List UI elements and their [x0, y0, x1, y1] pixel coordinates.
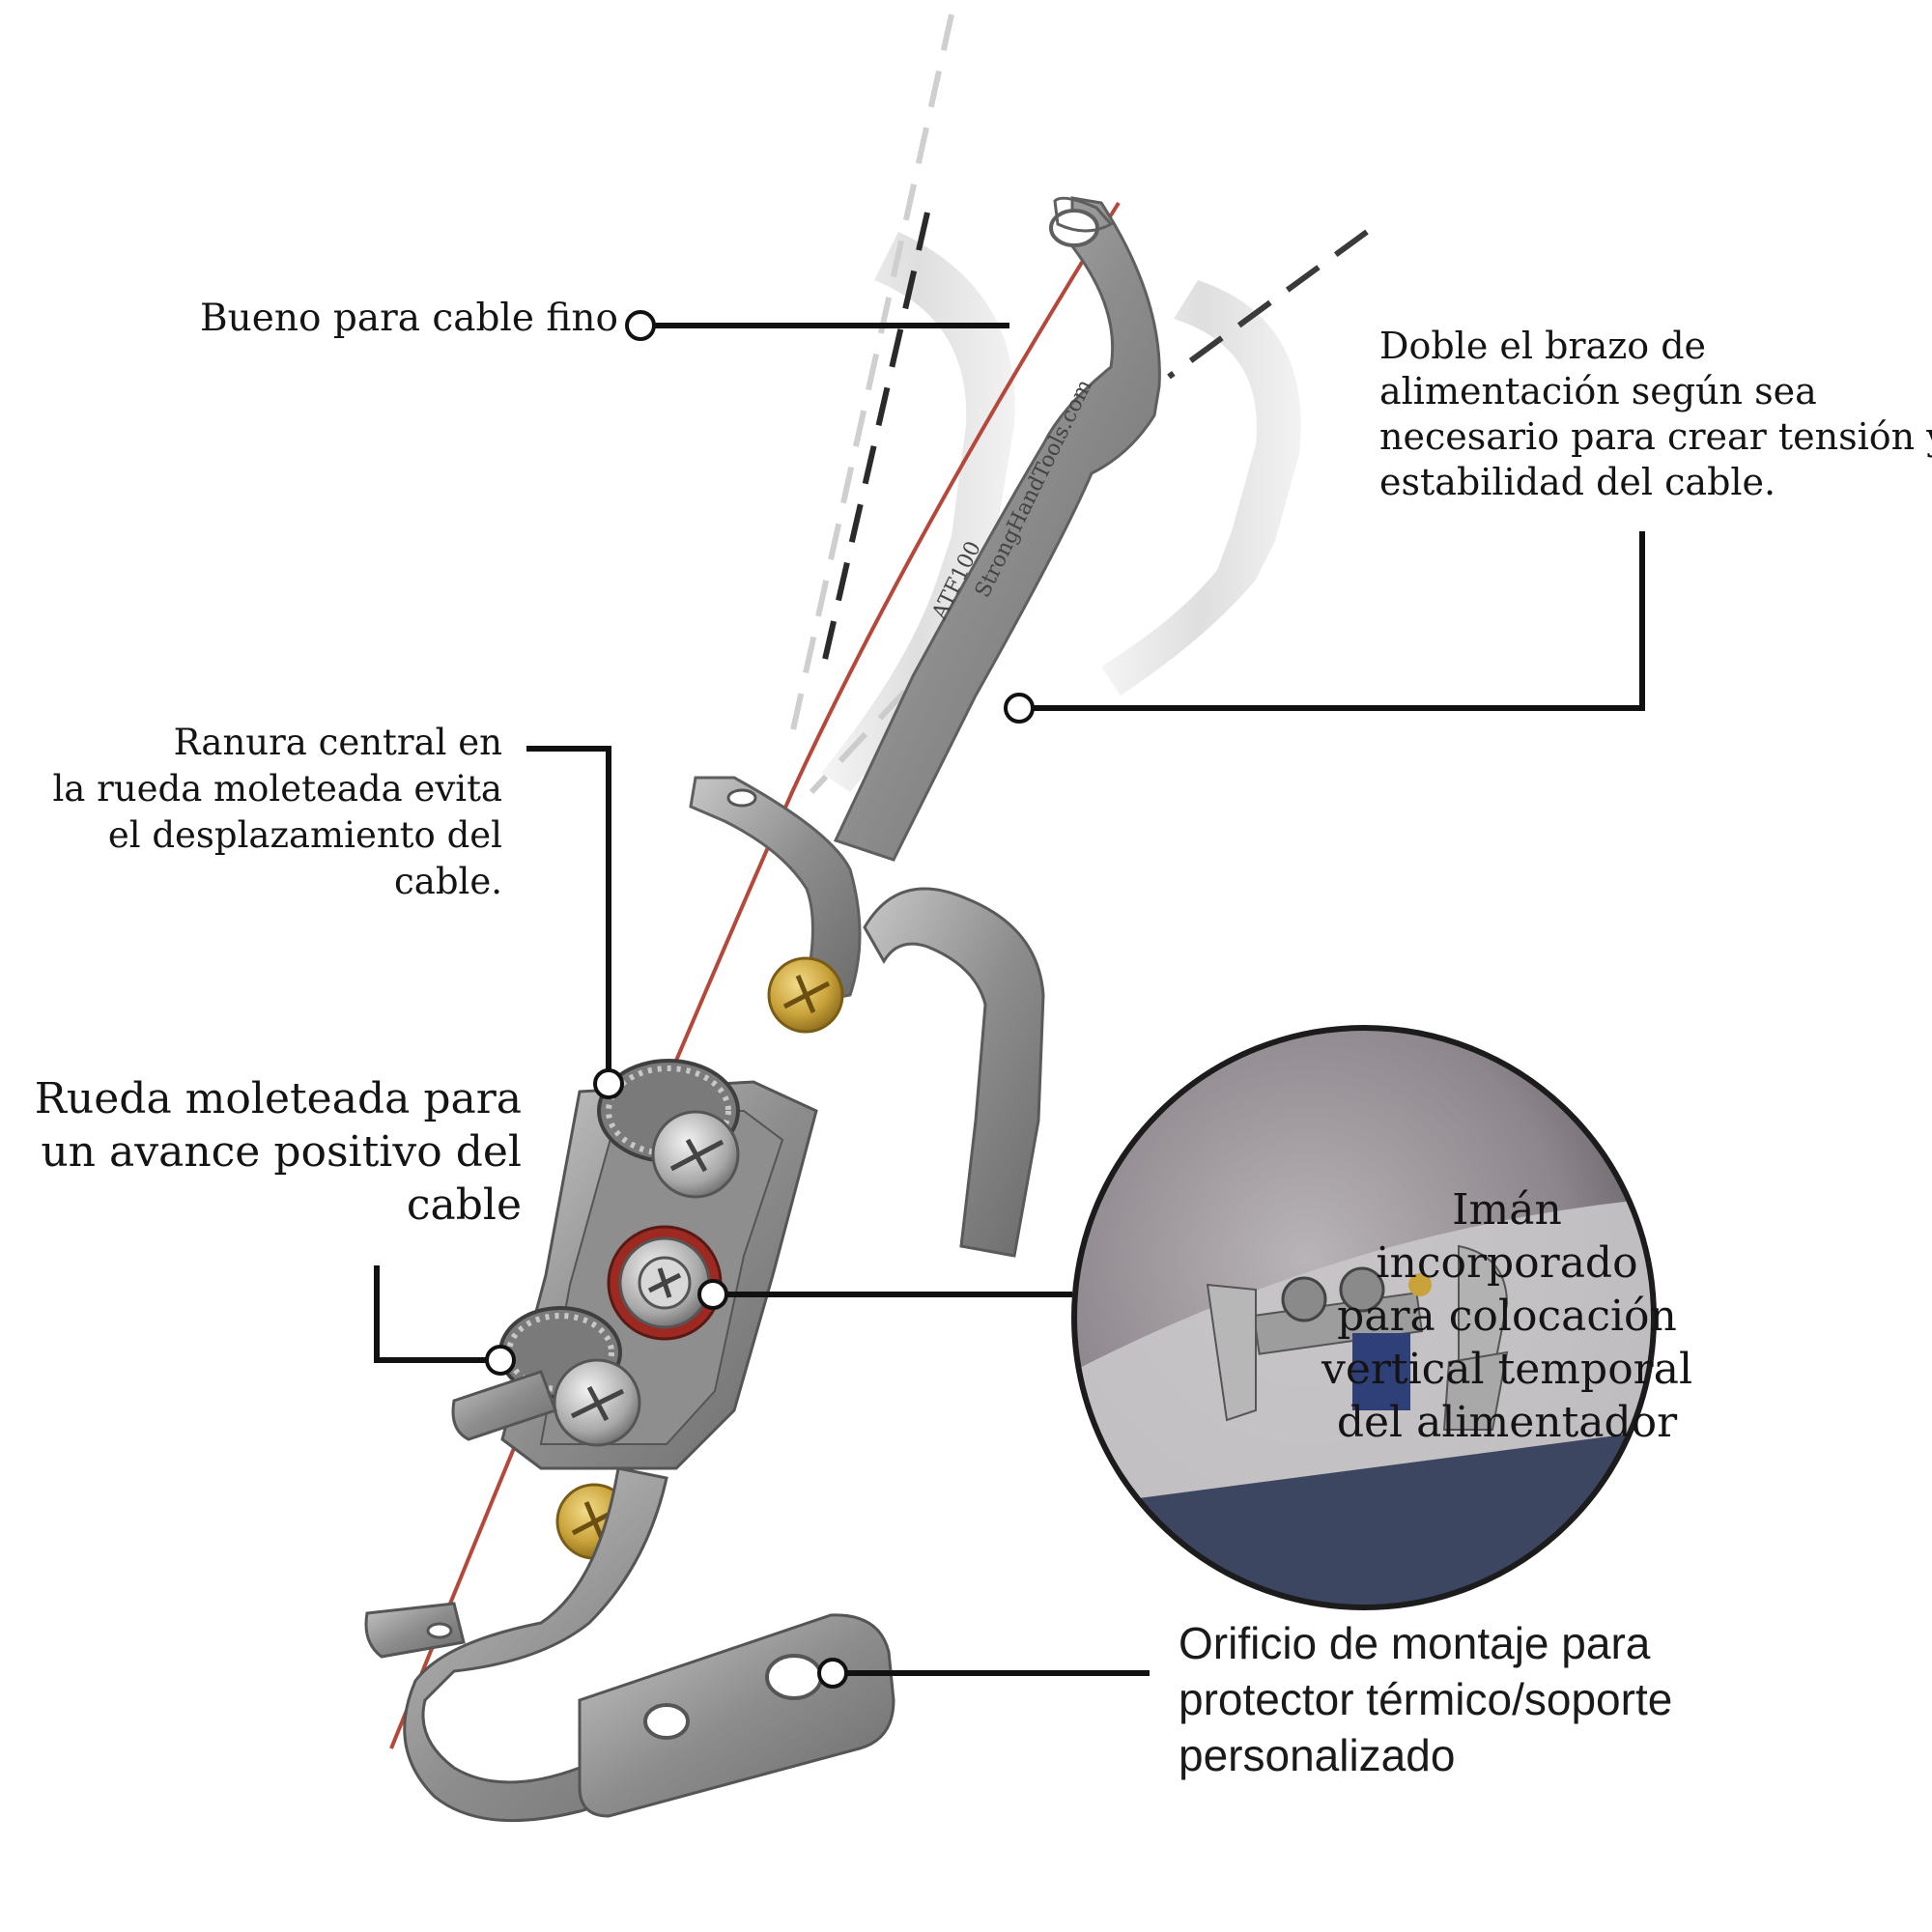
screw-bottom	[553, 1358, 641, 1447]
dashed-guide-left	[789, 14, 954, 735]
label-fine-cable: Bueno para cable fino	[145, 290, 618, 348]
label-mounting-hole-line: protector térmico/soporte	[1179, 1674, 1673, 1724]
label-magnet: Imán incorporado para colocación vertica…	[1275, 1183, 1739, 1449]
ghost-arm-right	[1101, 280, 1301, 696]
label-magnet-line: vertical temporal	[1321, 1345, 1693, 1394]
upper-tab	[689, 776, 862, 1007]
mounting-hole-small	[643, 1703, 690, 1740]
callout-bend-arm	[1004, 531, 1645, 724]
mounting-plate	[578, 1613, 895, 1818]
label-knurled-wheel-line: cable	[406, 1180, 522, 1230]
label-center-groove-line: cable.	[394, 861, 502, 902]
label-knurled-wheel-line: Rueda moleteada para	[34, 1074, 522, 1123]
label-magnet-line: Imán	[1452, 1185, 1562, 1235]
label-bend-arm-line: estabilidad del cable.	[1379, 461, 1776, 503]
label-mounting-hole-line: personalizado	[1179, 1730, 1456, 1780]
dashed-guide-left-dark	[818, 212, 930, 677]
label-bend-arm-line: alimentación según sea	[1379, 370, 1817, 412]
label-bend-arm-line: necesario para crear tensión y	[1379, 415, 1932, 458]
callout-fine-cable	[625, 310, 1009, 341]
label-center-groove-line: Ranura central en	[173, 722, 502, 763]
screw-top	[651, 1110, 740, 1199]
label-center-groove: Ranura central en la rueda moleteada evi…	[19, 720, 502, 905]
callout-center-groove	[526, 746, 624, 1099]
magnet-screw	[607, 1225, 723, 1341]
label-mounting-hole: Orificio de montaje para protector térmi…	[1179, 1615, 1913, 1783]
brass-screw-upper	[767, 956, 844, 1034]
feed-arm	[833, 196, 1161, 862]
label-center-groove-line: el desplazamiento del	[107, 814, 502, 856]
label-bend-arm: Doble el brazo de alimentación según sea…	[1379, 324, 1932, 505]
label-magnet-line: para colocación	[1337, 1292, 1677, 1341]
label-bend-arm-line: Doble el brazo de	[1379, 325, 1707, 367]
label-knurled-wheel-line: un avance positivo del	[41, 1127, 522, 1177]
lever-tab	[451, 1370, 557, 1441]
ghost-arm-left	[821, 232, 1015, 792]
spring-clip	[863, 887, 1045, 1258]
label-mounting-hole-line: Orificio de montaje para	[1179, 1618, 1651, 1668]
mounting-hole-large	[765, 1654, 823, 1700]
label-fine-cable-line: Bueno para cable fino	[200, 297, 618, 340]
label-magnet-line: del alimentador	[1336, 1398, 1678, 1447]
callout-magnet	[697, 1279, 1072, 1310]
callout-knurled-wheel	[374, 1265, 516, 1376]
label-center-groove-line: la rueda moleteada evita	[52, 768, 502, 810]
dashed-guide-right	[1167, 229, 1369, 380]
label-magnet-line: incorporado	[1376, 1238, 1638, 1288]
label-knurled-wheel: Rueda moleteada para un avance positivo …	[19, 1072, 522, 1232]
callout-mounting-hole	[817, 1658, 1150, 1689]
